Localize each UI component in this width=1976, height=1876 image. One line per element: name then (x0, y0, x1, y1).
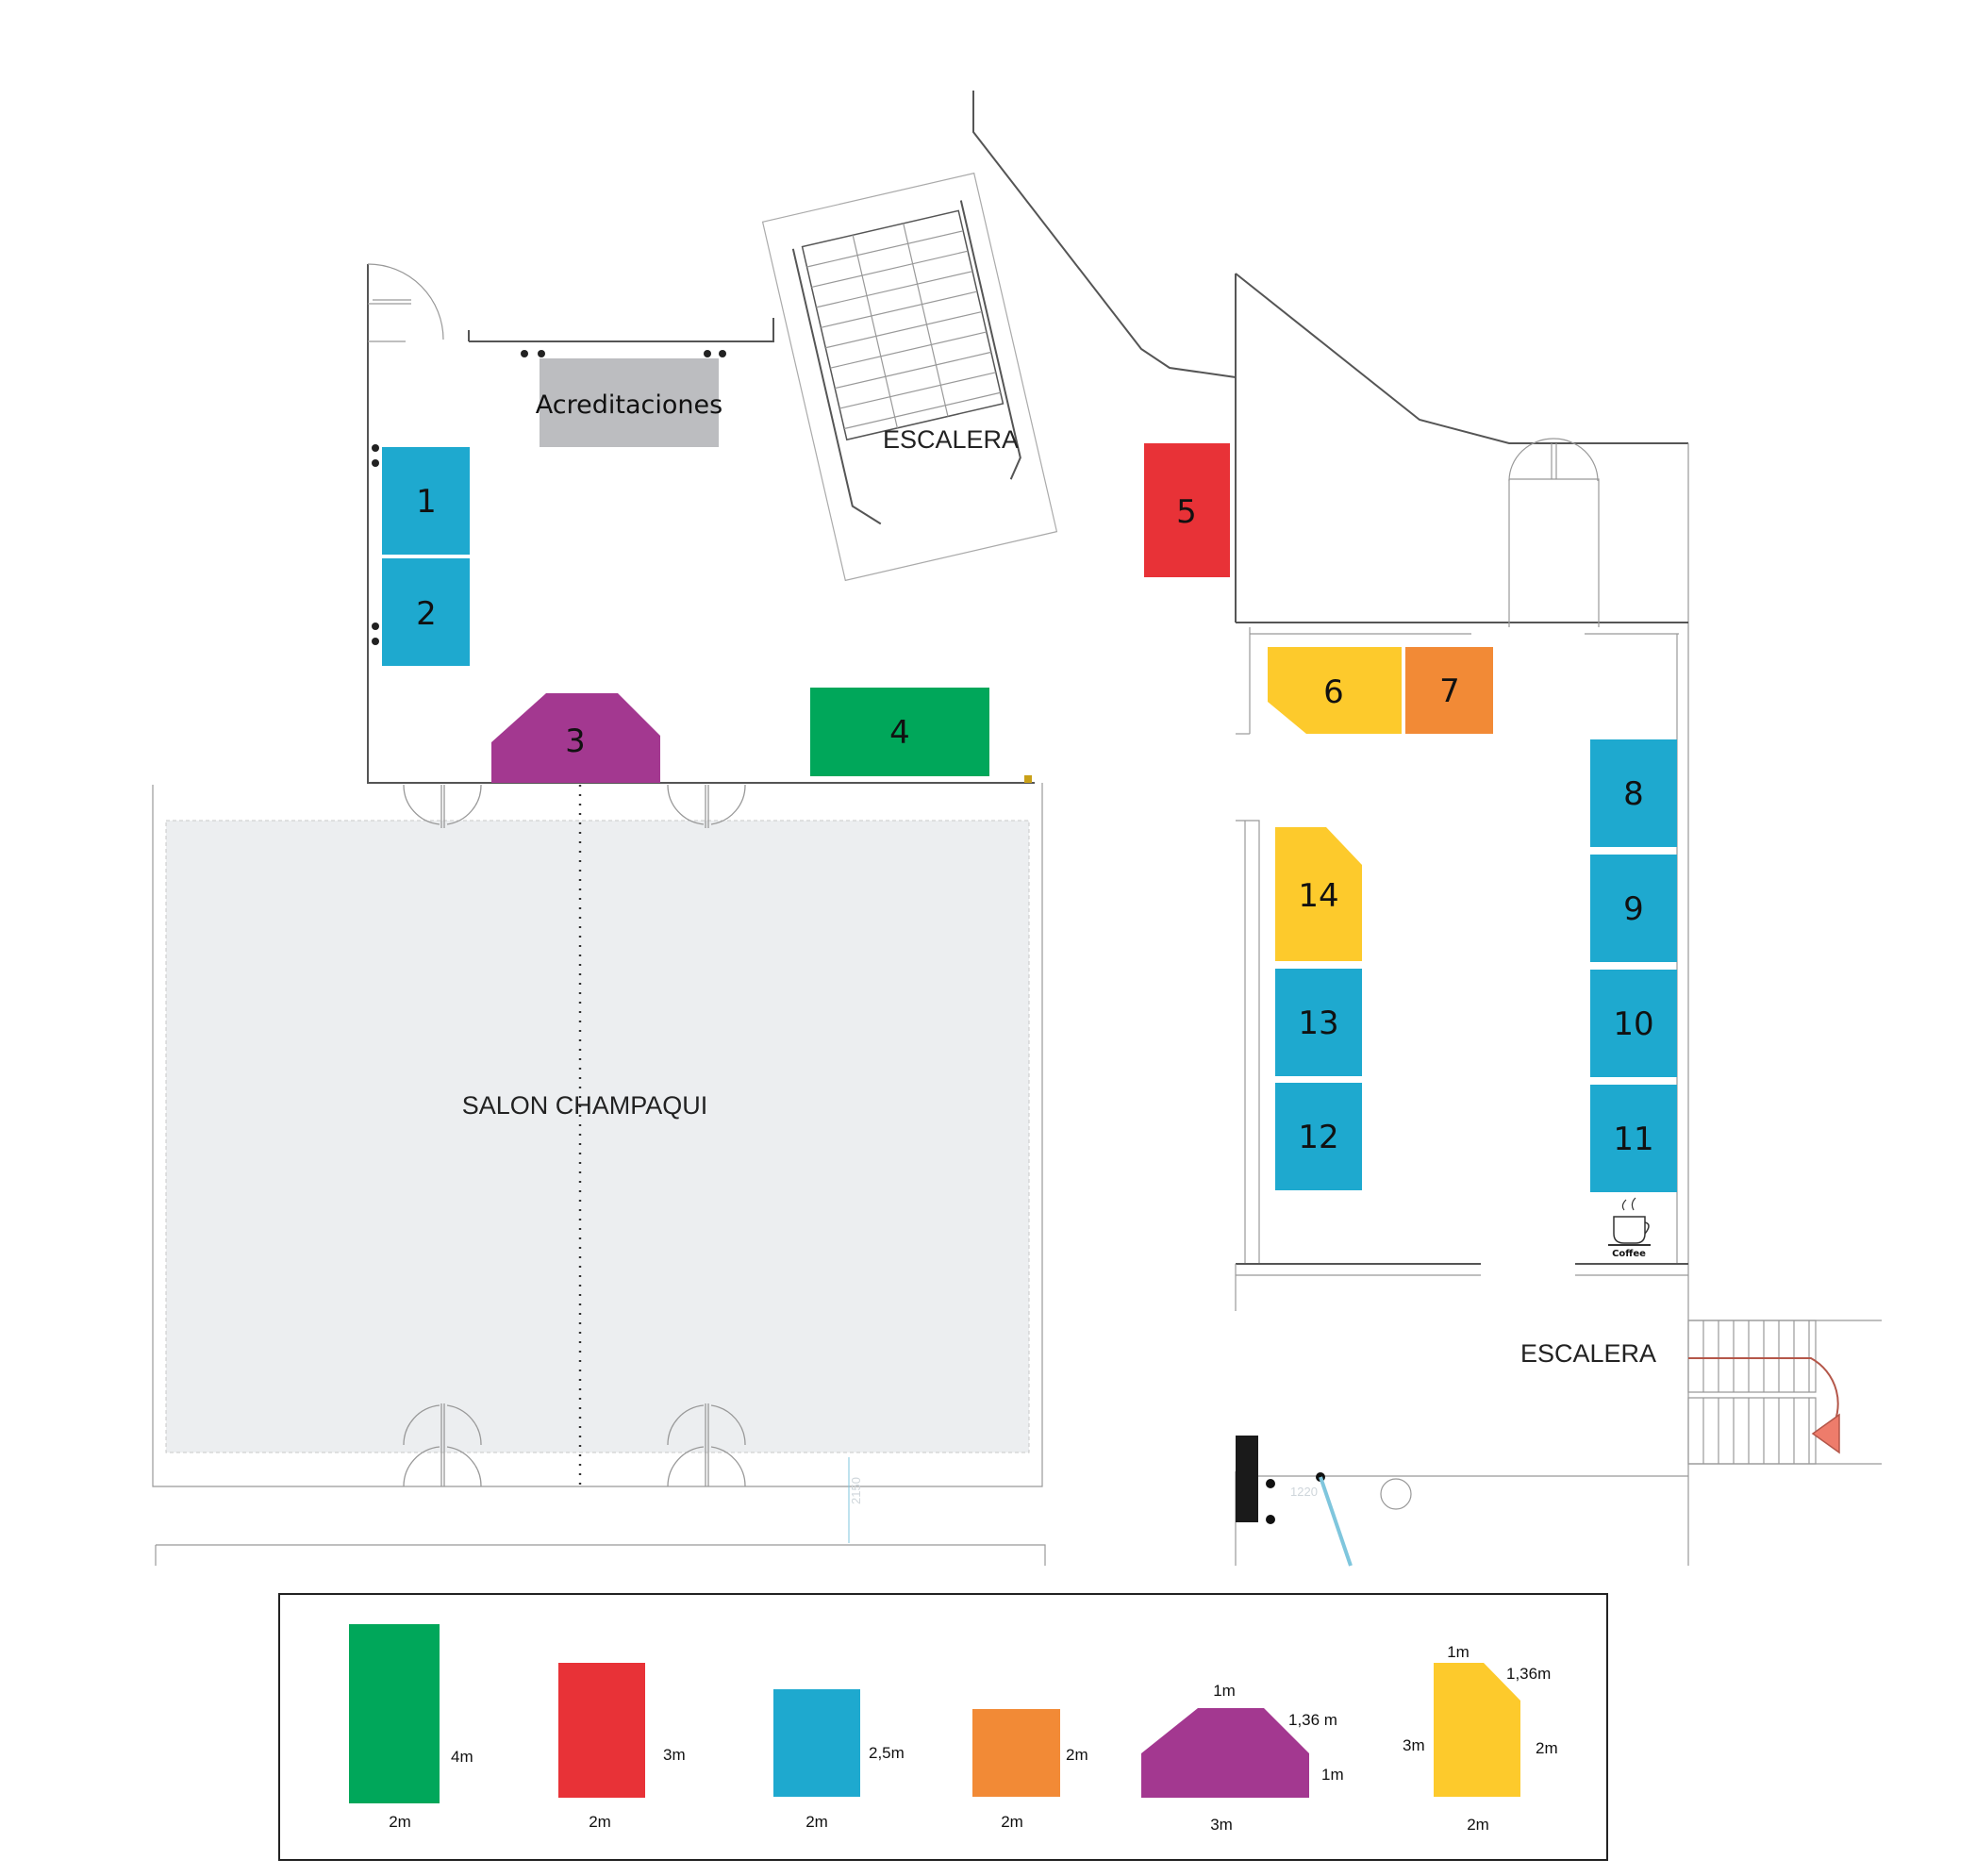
booth-7[interactable] (1405, 647, 1493, 734)
legend: 4m 2m 3m 2m 2,5m 2m 2m 2m 1m 1,36 m 1m 3… (278, 1593, 1608, 1861)
booth-label-2: 2 (416, 595, 437, 633)
legend-yellow-base: 2m (1467, 1816, 1489, 1834)
acreditaciones-desk (540, 358, 719, 447)
legend-frame (278, 1593, 1608, 1861)
dimension-2150: 2150 (849, 1477, 863, 1504)
booth-9[interactable] (1590, 855, 1677, 962)
legend-green-shape (349, 1624, 440, 1803)
legend-red-shape (558, 1663, 645, 1798)
legend-yellow-top: 1m (1447, 1643, 1470, 1661)
legend-blue-height: 2,5m (869, 1744, 905, 1762)
booth-8[interactable] (1590, 739, 1677, 847)
escalera-right-label: ESCALERA (1520, 1339, 1656, 1368)
legend-green-width: 2m (389, 1813, 411, 1831)
legend-purple-top: 1m (1213, 1682, 1236, 1700)
staircase-right (1687, 1320, 1882, 1465)
booth-label-5: 5 (1176, 493, 1197, 531)
salon-champaqui-label: SALON CHAMPAQUI (462, 1091, 708, 1120)
legend-blue-shape (773, 1689, 860, 1797)
booth-label-3: 3 (565, 722, 586, 760)
legend-orange-height: 2m (1066, 1746, 1088, 1764)
door-hardware (372, 350, 726, 645)
legend-orange-width: 2m (1001, 1813, 1023, 1831)
legend-purple-side: 1m (1321, 1766, 1344, 1784)
booth-label-7: 7 (1439, 672, 1460, 710)
booth-11[interactable] (1590, 1085, 1677, 1192)
booth-10[interactable] (1590, 970, 1677, 1077)
booth-label-13: 13 (1298, 1004, 1338, 1042)
booth-2[interactable] (382, 558, 470, 666)
booths: 1 2 3 4 5 6 7 8 9 10 11 12 13 14 (382, 443, 1677, 1192)
booth-label-4: 4 (889, 714, 910, 752)
legend-yellow-diagonal: 1,36m (1506, 1665, 1551, 1683)
door-swing (1508, 438, 1599, 482)
booth-label-11: 11 (1613, 1121, 1653, 1158)
booth-1[interactable] (382, 447, 470, 555)
legend-purple-base: 3m (1210, 1816, 1233, 1834)
legend-yellow-shape (1434, 1663, 1520, 1797)
legend-orange-shape (972, 1709, 1060, 1797)
legend-red-height: 3m (663, 1746, 686, 1764)
booth-3[interactable] (491, 693, 660, 783)
booth-label-10: 10 (1613, 1005, 1653, 1043)
legend-yellow-left: 3m (1403, 1736, 1425, 1754)
booth-4[interactable] (810, 688, 989, 776)
booth-13[interactable] (1275, 969, 1362, 1076)
salon-champaqui-area (165, 820, 1030, 1453)
booth-label-14: 14 (1298, 877, 1338, 915)
legend-red-width: 2m (589, 1813, 611, 1831)
marker (1024, 775, 1032, 783)
booth-5[interactable] (1144, 443, 1230, 577)
coffee-icon: Coffee (1608, 1197, 1651, 1259)
dimension-1220: 1220 (1290, 1485, 1318, 1499)
booth-label-8: 8 (1623, 775, 1644, 813)
legend-purple-diagonal: 1,36 m (1288, 1711, 1337, 1729)
booth-label-9: 9 (1623, 890, 1644, 928)
booth-6[interactable] (1268, 647, 1402, 734)
coffee-label: Coffee (1612, 1249, 1646, 1259)
acreditaciones-label: Acreditaciones (536, 390, 722, 420)
legend-blue-width: 2m (805, 1813, 828, 1831)
legend-purple-shape (1141, 1708, 1309, 1798)
staircase-top (761, 172, 1058, 582)
escalera-top-label: ESCALERA (883, 425, 1019, 454)
door-swing (367, 263, 444, 340)
booth-label-12: 12 (1298, 1119, 1338, 1156)
legend-green-height: 4m (451, 1748, 473, 1766)
booth-14[interactable] (1275, 827, 1362, 961)
booth-12[interactable] (1275, 1083, 1362, 1190)
booth-label-6: 6 (1323, 673, 1344, 711)
salon-doors (403, 784, 746, 1487)
legend-yellow-right: 2m (1536, 1739, 1558, 1757)
booth-label-1: 1 (416, 483, 437, 521)
